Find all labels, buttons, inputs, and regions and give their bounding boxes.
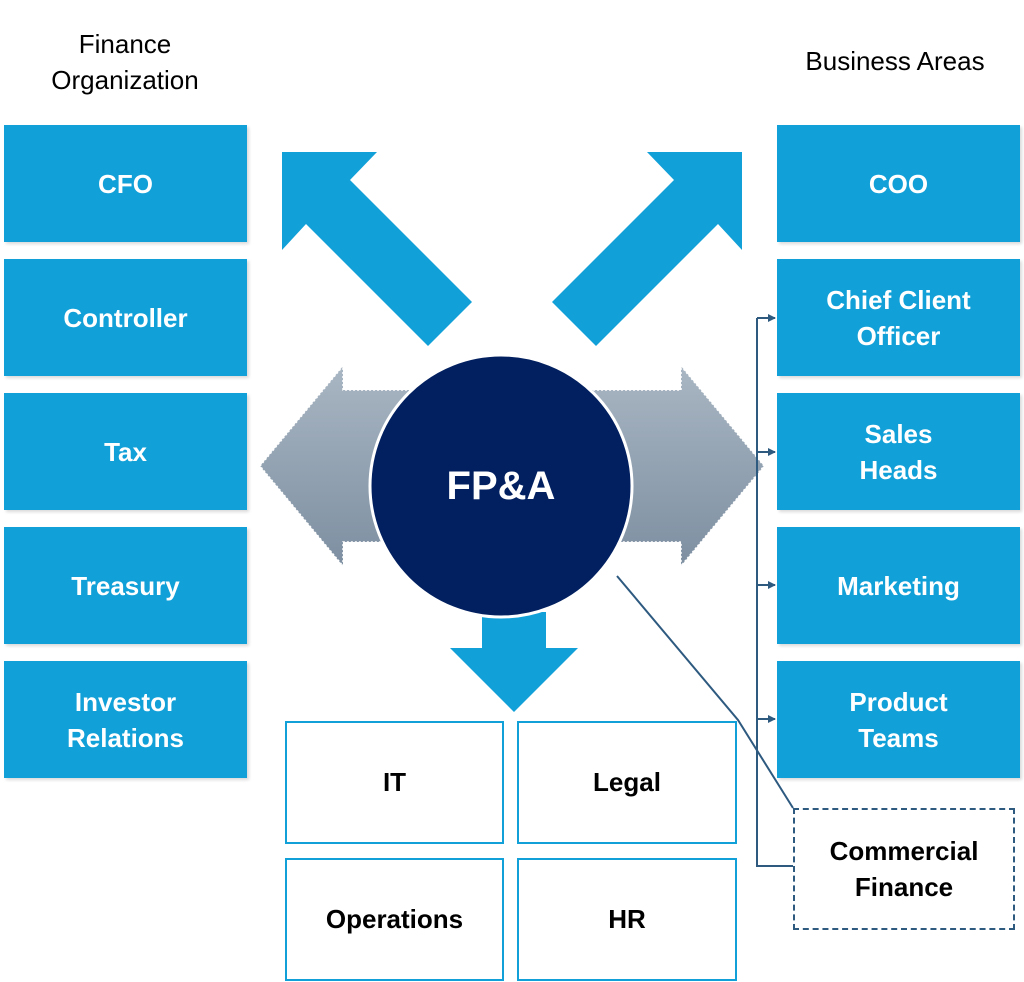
- investor-relations-box: Investor Relations: [4, 661, 247, 778]
- arrow-up-right: [552, 152, 742, 346]
- product-teams-box: Product Teams: [777, 661, 1020, 778]
- cfo-box: CFO: [4, 125, 247, 242]
- coo-box: COO: [777, 125, 1020, 242]
- marketing-box: Marketing: [777, 527, 1020, 644]
- arrow-down: [450, 612, 578, 712]
- legal-box: Legal: [517, 721, 737, 844]
- operations-box: Operations: [285, 858, 504, 981]
- treasury-box: Treasury: [4, 527, 247, 644]
- arrow-up-left: [282, 152, 472, 346]
- chief-client-officer-box: Chief Client Officer: [777, 259, 1020, 376]
- hr-box: HR: [517, 858, 737, 981]
- connector-hub-to-commercial-finance: [616, 575, 794, 809]
- tax-box: Tax: [4, 393, 247, 510]
- finance-organization-heading: Finance Organization: [51, 29, 199, 95]
- commercial-finance-box: Commercial Finance: [793, 808, 1015, 930]
- controller-box: Controller: [4, 259, 247, 376]
- business-areas-heading: Business Areas: [805, 46, 985, 76]
- fpa-hub-label: FP&A: [446, 463, 556, 508]
- sales-heads-box: Sales Heads: [777, 393, 1020, 510]
- connector-bracket: [756, 318, 793, 867]
- fpa-hub-circle: [368, 353, 634, 619]
- it-box: IT: [285, 721, 504, 844]
